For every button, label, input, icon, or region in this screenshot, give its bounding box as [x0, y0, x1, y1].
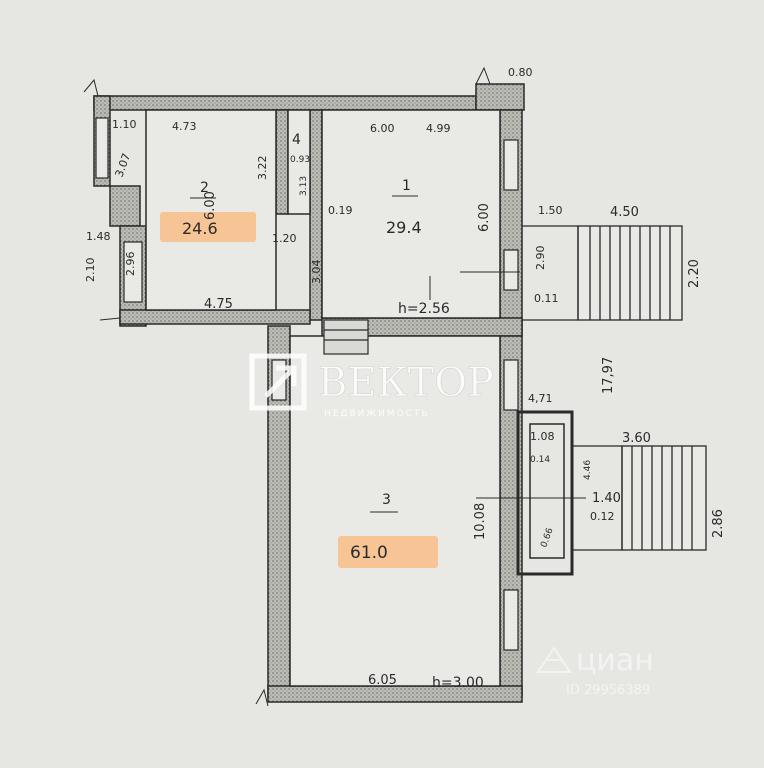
- dim-2-20: 2.20: [687, 259, 702, 288]
- dimension-labels: 0.80 1.10 4.73 6.00 4.99 3.07 3.22 0.93 …: [84, 66, 726, 688]
- room-fills: [145, 109, 501, 687]
- wall-left-niche: [109, 185, 141, 227]
- cian-id: ID 29956389: [566, 683, 650, 698]
- room-1-height: h=2.56: [398, 301, 450, 317]
- room-1-area: 29.4: [386, 218, 422, 237]
- dim-0-93: 0.93: [290, 155, 310, 165]
- dim-2-86: 2.86: [711, 509, 726, 538]
- window-hall-1: [503, 359, 519, 411]
- dim-4-73: 4.73: [172, 120, 197, 133]
- wall-hall-bottom: [267, 685, 523, 703]
- vektor-watermark: ВЕКТОР НЕДВИЖИМОСТЬ: [249, 353, 494, 419]
- dim-1-40: 1.40: [592, 491, 621, 506]
- cian-logo: циан: [576, 643, 654, 678]
- window-right-1: [503, 139, 519, 191]
- dim-6-00-r1: 6.00: [477, 203, 492, 232]
- cian-watermark: циан ID 29956389: [536, 643, 654, 698]
- wall-porch-inner: [529, 423, 565, 559]
- window-hall-2: [503, 589, 519, 651]
- room-4-number: 4: [292, 132, 301, 148]
- dim-10-08: 10.08: [473, 503, 488, 540]
- wall-room4-right: [309, 109, 323, 321]
- vektor-tagline: НЕДВИЖИМОСТЬ: [324, 409, 430, 419]
- room-2-number: 2: [200, 180, 209, 196]
- wall-room2-right: [275, 109, 289, 215]
- dim-4-75: 4.75: [204, 297, 233, 312]
- dim-0-14: 0.14: [530, 455, 550, 465]
- dim-0-11: 0.11: [534, 292, 559, 305]
- room-3-floor: [289, 335, 501, 687]
- dim-6-00-r2: 6.00: [203, 191, 218, 220]
- room-3-area: 61.0: [350, 543, 388, 563]
- dimension-lines: [83, 66, 586, 707]
- room-2-area: 24.6: [182, 219, 218, 238]
- dim-0-80: 0.80: [508, 66, 533, 79]
- stairs-upper: [522, 225, 683, 321]
- dim-4-99: 4.99: [426, 122, 451, 135]
- dim-0-66: 0.66: [539, 527, 555, 550]
- dim-17-97: 17,97: [601, 357, 616, 394]
- room-4-floor: [287, 109, 311, 215]
- vektor-brand: ВЕКТОР: [318, 360, 494, 406]
- dim-3-07: 3.07: [113, 152, 134, 179]
- dim-3-22: 3.22: [256, 156, 269, 181]
- wall-upper-bottom-left: [119, 309, 311, 325]
- stairs-lower: [572, 445, 707, 551]
- dim-2-96: 2.96: [124, 252, 137, 277]
- windows: [95, 117, 519, 651]
- dim-1-48: 1.48: [86, 230, 111, 243]
- dim-4-50: 4.50: [610, 205, 639, 220]
- dim-1-08: 1.08: [530, 430, 555, 443]
- dim-2-10: 2.10: [84, 258, 97, 283]
- dim-4-46: 4.46: [583, 460, 593, 480]
- window-left-2: [123, 241, 143, 303]
- wall-porch: [516, 410, 574, 576]
- dim-1-10: 1.10: [112, 118, 137, 131]
- wall-top-left: [93, 95, 477, 111]
- dim-3-13: 3.13: [299, 176, 309, 196]
- dim-0-19: 0.19: [328, 204, 353, 217]
- stairs-inner: [323, 319, 369, 355]
- room-3-number: 3: [382, 492, 391, 508]
- dim-1-20: 1.20: [272, 232, 297, 245]
- room-1-number: 1: [402, 178, 411, 194]
- highlight-room-3: [338, 536, 438, 568]
- room-2-floor: [145, 109, 277, 311]
- dim-2-90: 2.90: [534, 246, 547, 271]
- dim-4-71: 4,71: [528, 392, 553, 405]
- window-right-2: [503, 249, 519, 291]
- dim-6-05: 6.05: [368, 673, 397, 688]
- room-labels: 1 29.4 h=2.56 2 24.6 3 61.0 h=3.00 4: [182, 132, 484, 691]
- wall-top-right: [475, 83, 525, 111]
- dim-6-00-top: 6.00: [370, 122, 395, 135]
- dim-0-12: 0.12: [590, 510, 615, 523]
- room-1-floor: [321, 109, 501, 319]
- dim-3-60: 3.60: [622, 431, 651, 446]
- dim-3-04: 3.04: [310, 260, 323, 285]
- dim-1-50: 1.50: [538, 204, 563, 217]
- vektor-logo-icon: [249, 353, 307, 411]
- room-3-height: h=3.00: [432, 675, 484, 691]
- cian-logo-icon: [536, 646, 572, 673]
- highlight-room-2: [160, 212, 256, 242]
- window-left-1: [95, 117, 109, 179]
